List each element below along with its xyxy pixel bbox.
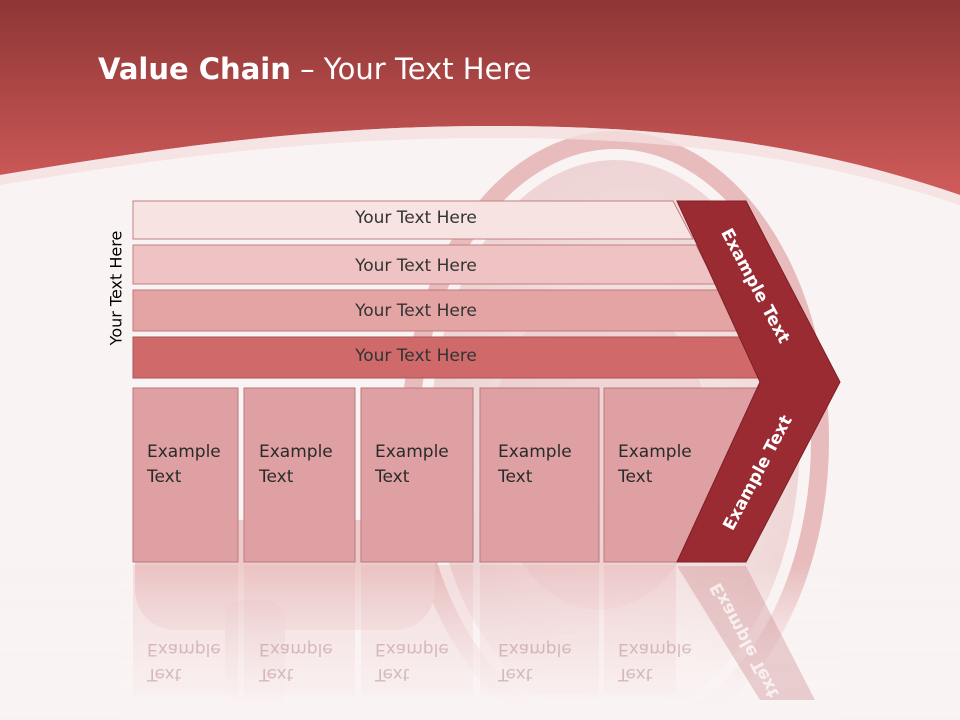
primary-box-4: [479, 387, 600, 563]
primary-box-4-line1: Example: [498, 442, 572, 462]
primary-box-2-line1: Example: [259, 442, 333, 462]
primary-box-5-line2: Text: [618, 467, 653, 487]
primary-box-1: [132, 387, 239, 563]
header-band: [0, 0, 960, 195]
margin-chevron: [676, 200, 841, 563]
primary-box-3-line2: Text: [375, 467, 410, 487]
support-bar-3-label: Your Text Here: [355, 301, 477, 321]
margin-chevron-reflection: [677, 566, 815, 700]
support-bar-1-label: Your Text Here: [355, 208, 477, 228]
support-bar-2-label: Your Text Here: [355, 256, 477, 276]
support-bar-4-label: Your Text Here: [355, 346, 477, 366]
primary-box-1-line2: Text: [147, 467, 182, 487]
primary-box-3: [360, 387, 474, 563]
primary-box-5-line1: Example: [618, 442, 692, 462]
primary-box-1-line1: Example: [147, 442, 221, 462]
primary-box-2-line2: Text: [259, 467, 294, 487]
side-label: Your Text Here: [106, 230, 126, 346]
support-bar-1: [132, 200, 694, 240]
primary-box-3-line1: Example: [375, 442, 449, 462]
page-title: Value Chain – Your Text Here: [98, 52, 532, 86]
title-bold: Value Chain: [98, 52, 291, 86]
title-rest: – Your Text Here: [290, 52, 532, 86]
header-swoosh: [0, 125, 960, 205]
primary-box-2: [243, 387, 356, 563]
primary-box-4-line2: Text: [498, 467, 533, 487]
